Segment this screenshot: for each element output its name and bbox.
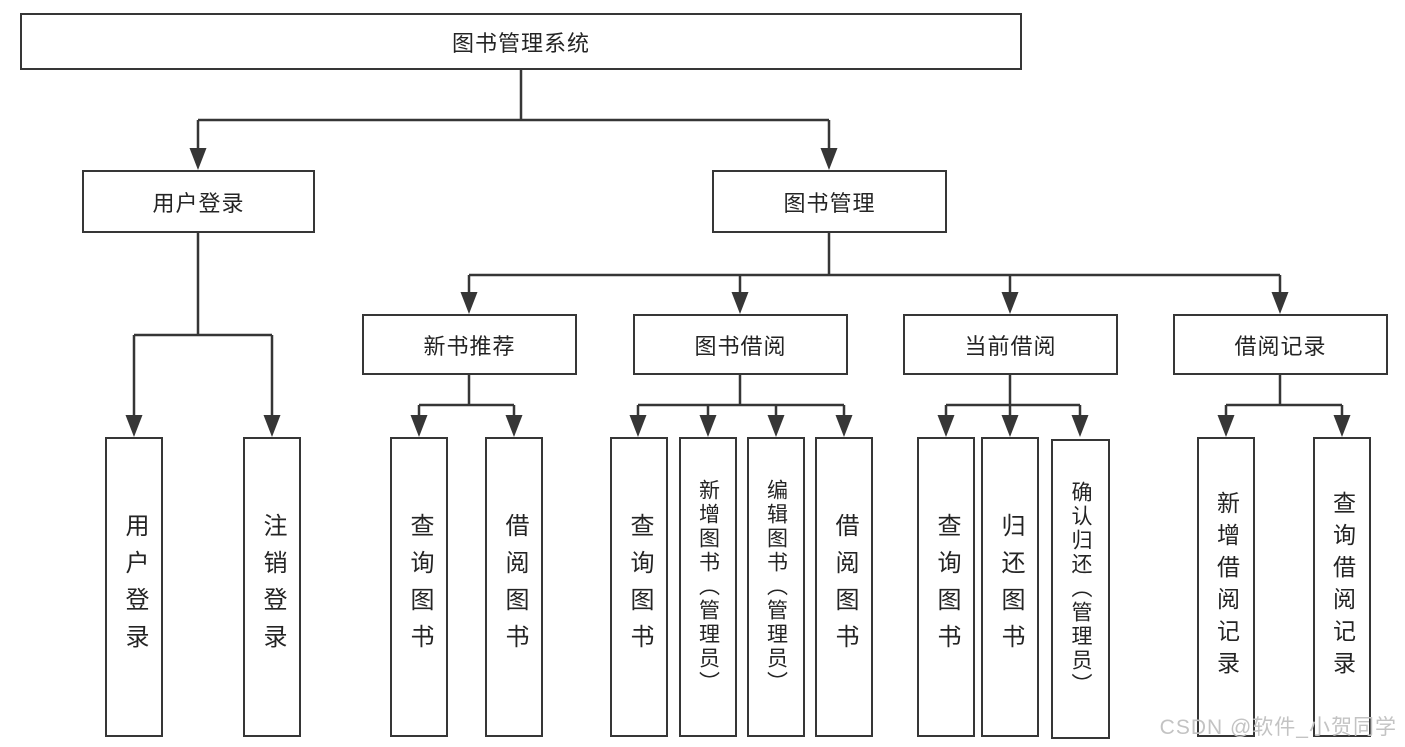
node-query-books-3: 查询图书 xyxy=(917,437,975,737)
arrow-down-icon xyxy=(125,415,143,437)
arrow-down-icon xyxy=(1217,415,1235,437)
arrow-down-icon xyxy=(1333,415,1351,437)
node-query-books-1: 查询图书 xyxy=(390,437,448,737)
node-borrow-books-2: 借阅图书 xyxy=(815,437,873,737)
node-new-book-recommendation: 新书推荐 xyxy=(362,314,577,375)
node-book-borrowing: 图书借阅 xyxy=(633,314,848,375)
arrow-down-icon xyxy=(1001,415,1019,437)
node-query-books-2: 查询图书 xyxy=(610,437,668,737)
arrow-down-icon xyxy=(629,415,647,437)
arrow-down-icon xyxy=(410,415,428,437)
arrow-down-icon xyxy=(505,415,523,437)
node-return-books: 归还图书 xyxy=(981,437,1039,737)
arrow-down-icon xyxy=(1001,292,1019,314)
node-user-login: 用户登录 xyxy=(82,170,315,233)
arrow-down-icon xyxy=(699,415,717,437)
node-leaf-user-login: 用户登录 xyxy=(105,437,163,737)
arrow-down-icon xyxy=(460,292,478,314)
connector-paths xyxy=(132,70,1344,419)
arrow-down-icon xyxy=(820,148,838,170)
arrow-down-icon xyxy=(767,415,785,437)
arrow-down-icon xyxy=(189,148,207,170)
arrow-down-icon xyxy=(1071,415,1089,437)
node-query-borrow-record: 查询借阅记录 xyxy=(1313,437,1371,737)
node-edit-book-admin: 编辑图书（管理员） xyxy=(747,437,805,737)
arrow-down-icon xyxy=(731,292,749,314)
node-add-book-admin: 新增图书（管理员） xyxy=(679,437,737,737)
node-add-borrow-record: 新增借阅记录 xyxy=(1197,437,1255,737)
arrowhead-icons xyxy=(125,148,1351,437)
watermark-csdn: CSDN @软件_小贺同学 xyxy=(1159,716,1397,739)
node-borrowing-records: 借阅记录 xyxy=(1173,314,1388,375)
arrow-down-icon xyxy=(937,415,955,437)
node-current-borrowing: 当前借阅 xyxy=(903,314,1118,375)
arrow-down-icon xyxy=(1271,292,1289,314)
node-library-management-system: 图书管理系统 xyxy=(20,13,1022,70)
arrow-down-icon xyxy=(263,415,281,437)
node-confirm-return-admin: 确认归还（管理员） xyxy=(1051,439,1110,739)
node-borrow-books-1: 借阅图书 xyxy=(485,437,543,737)
node-book-management: 图书管理 xyxy=(712,170,947,233)
node-leaf-logout: 注销登录 xyxy=(243,437,301,737)
arrow-down-icon xyxy=(835,415,853,437)
